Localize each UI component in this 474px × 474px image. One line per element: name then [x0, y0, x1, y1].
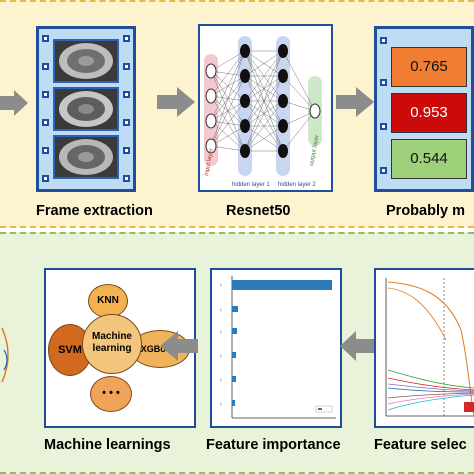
partial-diagram	[0, 320, 16, 395]
input-layer-label: input layer	[204, 148, 215, 176]
hidden-layer-2-label: hidden layer 2	[278, 182, 316, 188]
feature-importance-chart: f₁ f₂ f₃ f₄ f₅ f₆	[210, 268, 342, 428]
frame-extraction-label: Frame extraction	[36, 203, 153, 219]
video-frame	[53, 39, 119, 83]
probability-strip: 0.765 0.953 0.544	[374, 26, 474, 192]
arrow-icon	[0, 88, 30, 123]
arrow-left-icon	[160, 330, 200, 367]
probability-value: 0.765	[391, 47, 467, 87]
svg-text:f₃: f₃	[220, 330, 223, 334]
svg-text:f₄: f₄	[220, 354, 223, 358]
feature-selection-label: Feature selec	[374, 437, 467, 453]
svg-text:f₆: f₆	[220, 402, 223, 406]
machine-learnings-label: Machine learnings	[44, 437, 171, 453]
output-layer-label: output layer	[309, 134, 320, 166]
video-frame	[53, 135, 119, 179]
knn-node: KNN	[88, 284, 128, 318]
hidden-layer-1-label: hidden layer 1	[232, 182, 270, 188]
probability-value: 0.953	[391, 93, 467, 133]
arrow-left-icon	[340, 330, 376, 367]
svg-text:f₂: f₂	[220, 308, 223, 312]
probability-label: Probably m	[386, 203, 465, 219]
svg-text:f₅: f₅	[220, 378, 223, 382]
more-models-node: • • •	[90, 376, 132, 412]
probability-value: 0.544	[391, 139, 467, 179]
svg-text:f₁: f₁	[220, 283, 223, 287]
arrow-icon	[336, 86, 376, 123]
feature-importance-label: Feature importance	[206, 437, 341, 453]
feature-selection-chart	[374, 268, 474, 428]
arrow-icon	[157, 86, 197, 123]
machine-learning-node: Machine learning	[82, 314, 142, 374]
video-frame	[53, 87, 119, 131]
resnet50-label: Resnet50	[226, 203, 291, 219]
machine-learning-models: KNN SVM XGBoost Machine learning • • •	[44, 268, 196, 428]
resnet-diagram: input layer hidden layer 1 hidden layer …	[198, 24, 333, 192]
film-strip	[36, 26, 136, 192]
